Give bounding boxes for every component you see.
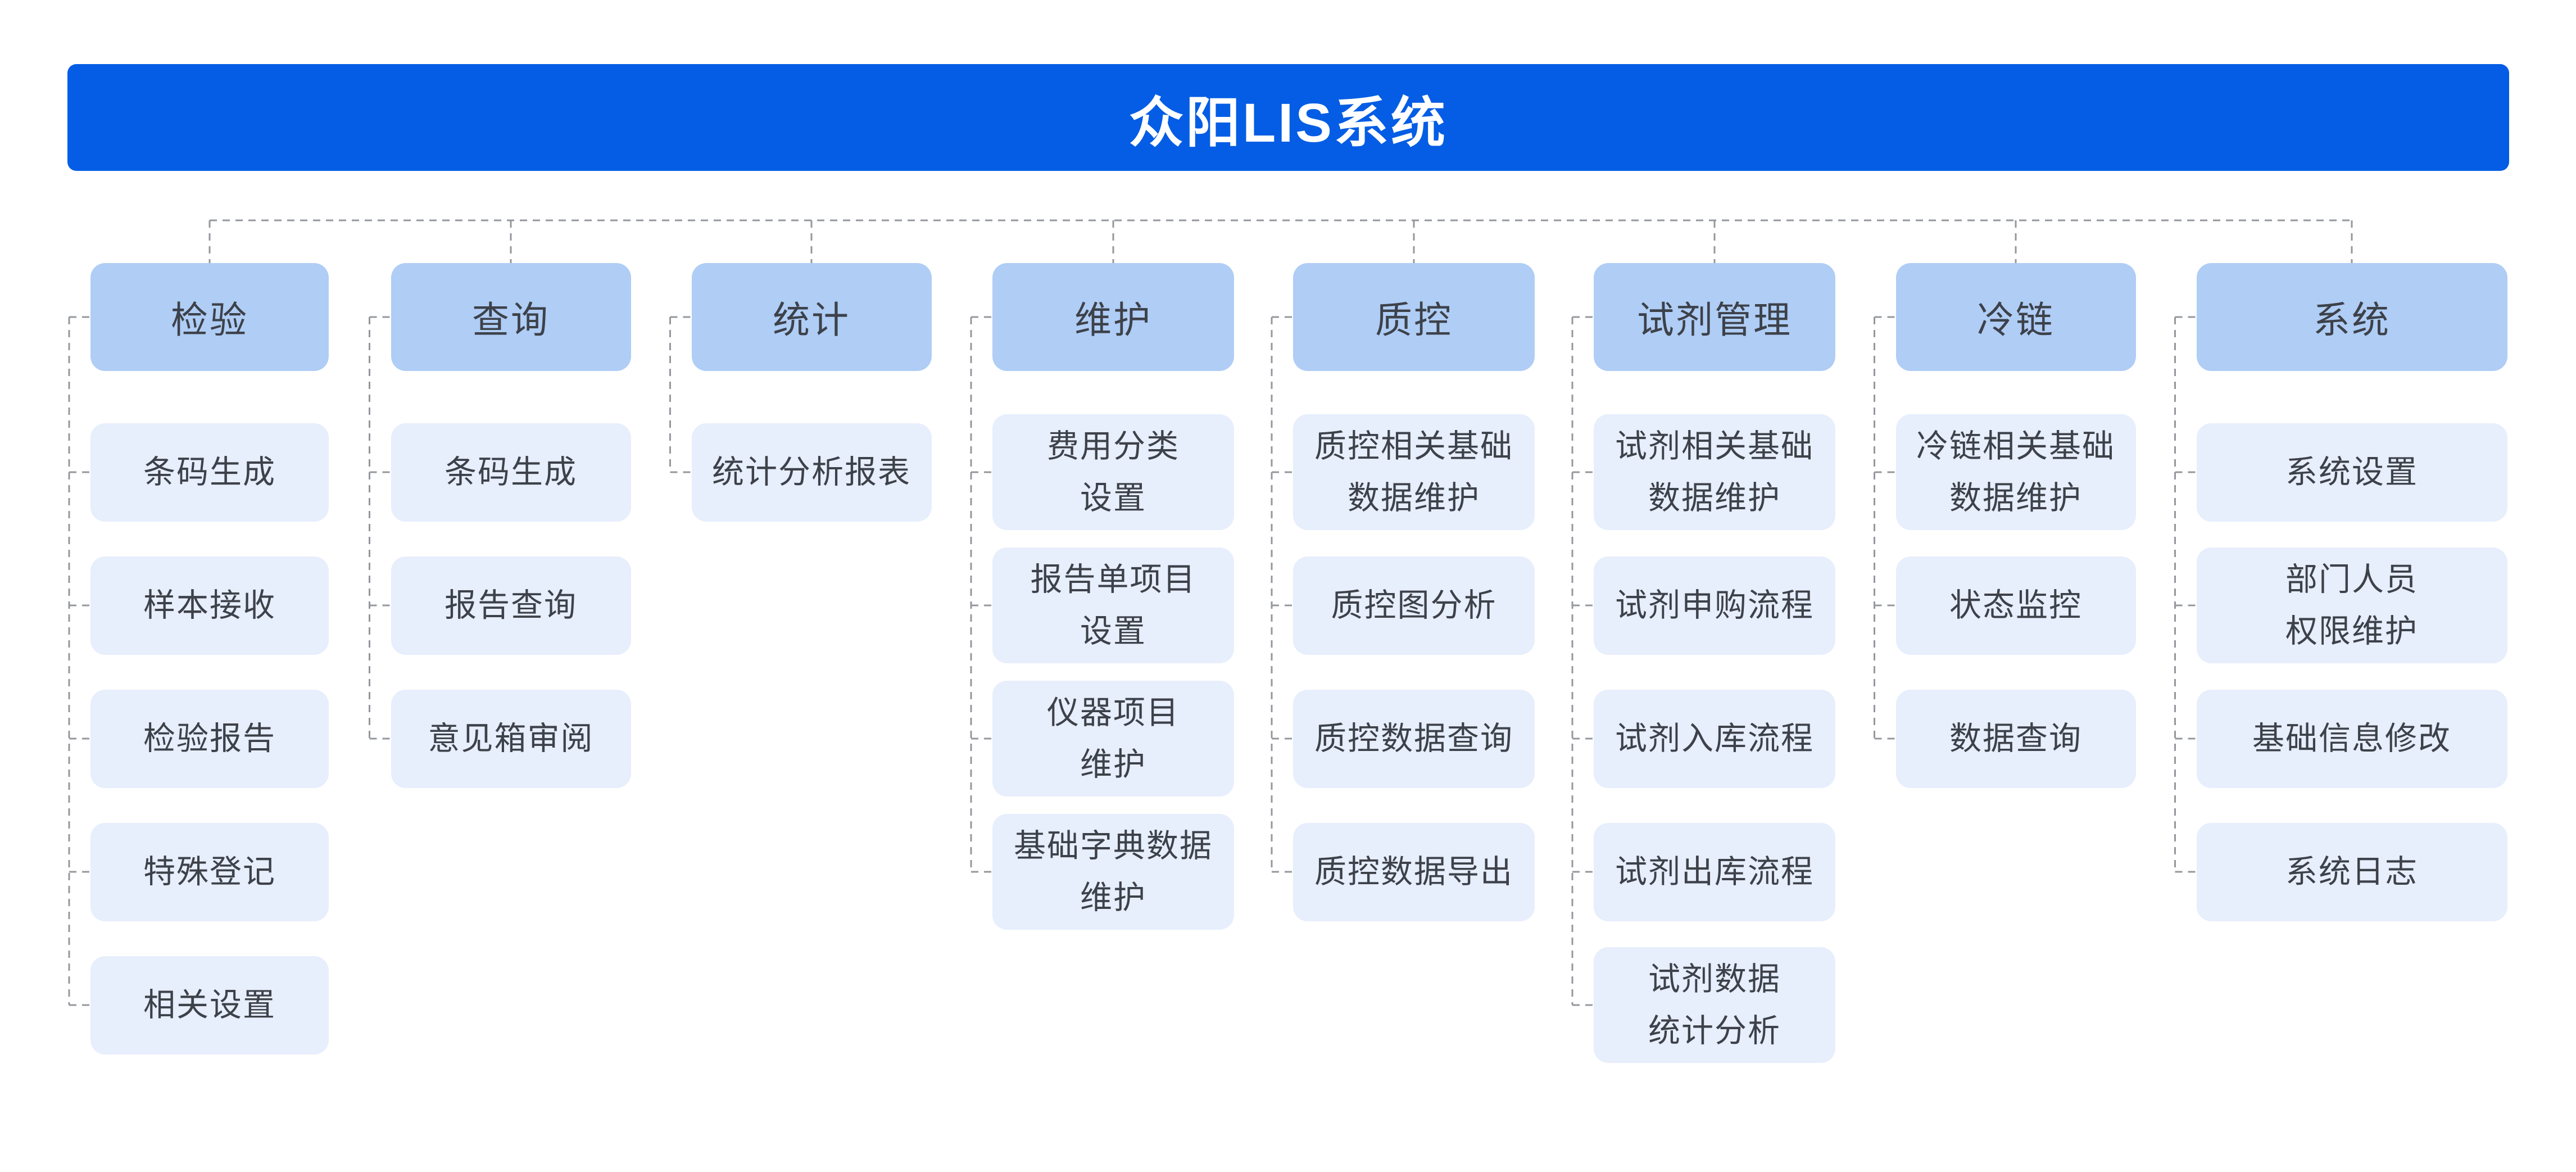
item-label: 基础信息修改 [2252,720,2451,757]
item-node-inspection-1: 条码生成 [90,423,329,522]
item-label: 基础字典数据维护 [1014,827,1213,916]
item-label: 样本接收 [143,587,276,623]
diagram-title-bar: 众阳LIS系统 [67,64,2509,171]
item-label: 质控数据导出 [1314,853,1513,890]
item-node-inspection-2: 样本接收 [90,556,329,655]
item-label: 状态监控 [1949,587,2082,623]
item-label: 冷链相关基础数据维护 [1916,428,2115,516]
item-node-system-3: 基础信息修改 [2196,689,2507,788]
item-label: 系统日志 [2285,853,2418,890]
item-label: 费用分类设置 [1047,428,1180,516]
item-node-maintenance-1: 费用分类设置 [992,414,1234,530]
item-label: 质控相关基础数据维护 [1314,428,1513,516]
item-label: 报告查询 [445,587,577,623]
header-label: 系统 [2313,299,2391,341]
item-node-inspection-3: 检验报告 [90,689,329,788]
item-label: 仪器项目维护 [1047,694,1180,782]
item-label: 试剂数据统计分析 [1648,961,1781,1049]
item-label: 试剂相关基础数据维护 [1615,428,1814,516]
item-node-maintenance-4: 基础字典数据维护 [992,814,1234,930]
header-node-reagent: 试剂管理 [1594,263,1835,371]
item-node-inspection-4: 特殊登记 [90,822,329,921]
item-node-qc-2: 质控图分析 [1293,556,1535,655]
item-node-cold-chain-1: 冷链相关基础数据维护 [1895,414,2136,530]
header-label: 维护 [1074,299,1152,341]
item-node-system-1: 系统设置 [2196,423,2507,522]
item-node-statistics-1: 统计分析报表 [691,423,932,522]
item-node-qc-4: 质控数据导出 [1293,822,1535,921]
item-node-cold-chain-3: 数据查询 [1895,689,2136,788]
item-node-qc-1: 质控相关基础数据维护 [1293,414,1535,530]
item-node-maintenance-3: 仪器项目维护 [992,681,1234,797]
item-node-system-4: 系统日志 [2196,822,2507,921]
header-label: 查询 [472,299,550,341]
item-label: 检验报告 [143,720,276,757]
item-label: 相关设置 [143,987,276,1023]
header-node-maintenance: 维护 [992,263,1234,371]
item-node-maintenance-2: 报告单项目设置 [992,547,1234,663]
item-label: 报告单项目设置 [1030,561,1196,649]
header-node-inspection: 检验 [90,263,329,371]
header-node-system: 系统 [2196,263,2507,371]
header-node-query: 查询 [391,263,631,371]
item-node-qc-3: 质控数据查询 [1293,689,1535,788]
item-node-inspection-5: 相关设置 [90,956,329,1055]
item-node-reagent-1: 试剂相关基础数据维护 [1594,414,1835,530]
item-node-reagent-2: 试剂申购流程 [1594,556,1835,655]
item-label: 意见箱审阅 [428,720,594,757]
item-label: 系统设置 [2285,454,2418,490]
item-node-query-2: 报告查询 [391,556,631,655]
header-label: 检验 [171,299,248,341]
item-label: 条码生成 [143,454,276,490]
item-node-query-1: 条码生成 [391,423,631,522]
item-node-reagent-3: 试剂入库流程 [1594,689,1835,788]
item-label: 条码生成 [445,454,577,490]
header-node-qc: 质控 [1293,263,1535,371]
diagram-title-text: 众阳LIS系统 [1129,92,1448,153]
item-node-query-3: 意见箱审阅 [391,689,631,788]
item-label: 特殊登记 [143,853,276,890]
item-node-reagent-4: 试剂出库流程 [1594,822,1835,921]
item-label: 部门人员权限维护 [2285,561,2418,649]
item-label: 试剂入库流程 [1615,720,1814,757]
item-label: 统计分析报表 [712,454,911,490]
item-label: 质控数据查询 [1314,720,1513,757]
item-node-system-2: 部门人员权限维护 [2196,547,2507,663]
item-node-cold-chain-2: 状态监控 [1895,556,2136,655]
header-node-statistics: 统计 [691,263,932,371]
item-label: 试剂出库流程 [1615,853,1814,890]
header-label: 质控 [1375,299,1453,341]
header-label: 统计 [773,299,850,341]
item-node-reagent-5: 试剂数据统计分析 [1594,947,1835,1063]
item-label: 质控图分析 [1331,587,1497,623]
item-label: 数据查询 [1949,720,2082,757]
header-label: 冷链 [1977,299,2055,341]
item-label: 试剂申购流程 [1615,587,1814,623]
header-label: 试剂管理 [1637,299,1792,341]
header-node-cold-chain: 冷链 [1895,263,2136,371]
